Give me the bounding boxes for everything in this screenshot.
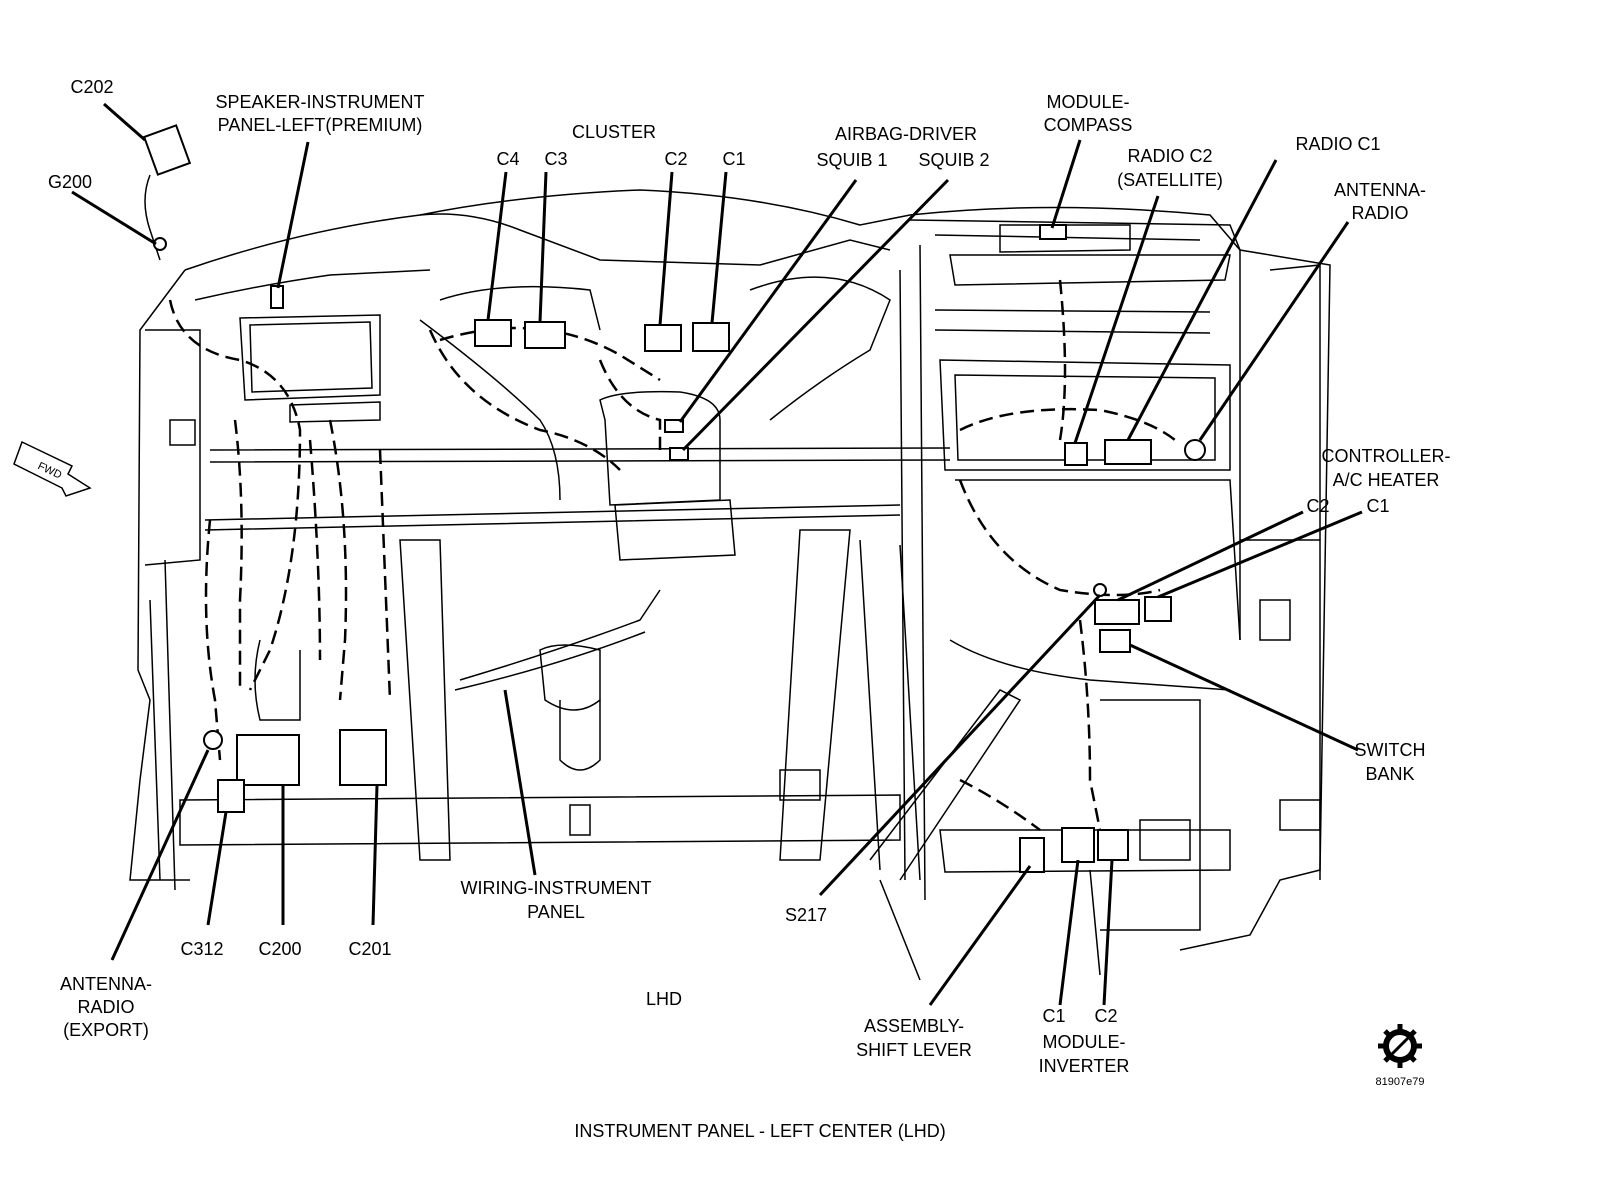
connector-radio-c2	[1064, 442, 1088, 466]
connector-cluster-c2	[644, 324, 682, 352]
label-wiring-line2: PANEL	[527, 902, 585, 922]
label-squib-2: SQUIB 2	[918, 150, 989, 170]
label-cluster: CLUSTER	[572, 122, 656, 142]
connector-inverter-c2	[1097, 829, 1129, 861]
instrument-panel-drawing	[129, 189, 1331, 981]
connector-cluster-c1	[692, 322, 730, 352]
label-radio-c1: RADIO C1	[1295, 134, 1380, 154]
label-cluster-c2: C2	[664, 149, 687, 169]
label-controller-line1: CONTROLLER-	[1321, 446, 1450, 466]
label-switch-bank-line2: BANK	[1365, 764, 1414, 784]
label-speaker-line2: PANEL-LEFT(PREMIUM)	[218, 115, 423, 135]
gear-logo-icon	[1378, 1024, 1422, 1068]
label-cluster-c4: C4	[496, 149, 519, 169]
callout-labels: C202 G200 SPEAKER-INSTRUMENT PANEL-LEFT(…	[48, 77, 1451, 1076]
label-radio-c2-line1: RADIO C2	[1127, 146, 1212, 166]
label-inverter-c1: C1	[1042, 1006, 1065, 1026]
label-cluster-c1: C1	[722, 149, 745, 169]
label-controller-c1: C1	[1366, 496, 1389, 516]
connector-cluster-c4	[474, 319, 512, 347]
splice-s217	[1093, 583, 1107, 597]
connector-squib-1	[664, 419, 684, 433]
label-wiring-line1: WIRING-INSTRUMENT	[461, 878, 652, 898]
label-squib-1: SQUIB 1	[816, 150, 887, 170]
figure-code: 81907e79	[1376, 1076, 1425, 1088]
fwd-arrow: FWD	[13, 440, 92, 497]
label-c200: C200	[258, 939, 301, 959]
wiring-harness	[168, 279, 1176, 832]
label-c312: C312	[180, 939, 223, 959]
label-airbag-driver: AIRBAG-DRIVER	[835, 124, 977, 144]
connector-antenna-radio	[1184, 439, 1206, 461]
label-radio-c2-line2: (SATELLITE)	[1117, 170, 1223, 190]
connector-c202	[142, 124, 192, 176]
connector-speaker-left	[270, 285, 284, 309]
label-inverter-c2: C2	[1094, 1006, 1117, 1026]
leader-lines	[71, 102, 1363, 1006]
label-g200: G200	[48, 172, 92, 192]
label-antenna-export-line1: ANTENNA-	[60, 974, 152, 994]
label-lhd: LHD	[646, 989, 682, 1009]
fwd-label: FWD	[36, 460, 64, 481]
connector-antenna-radio-export	[203, 730, 223, 750]
label-module-compass-line1: MODULE-	[1046, 92, 1129, 112]
connector-radio-c1	[1104, 439, 1152, 465]
label-shift-lever-line2: SHIFT LEVER	[856, 1040, 972, 1060]
label-switch-bank-line1: SWITCH	[1355, 740, 1426, 760]
connector-switch-bank	[1099, 629, 1131, 653]
label-shift-lever-line1: ASSEMBLY-	[864, 1016, 964, 1036]
label-module-compass-line2: COMPASS	[1044, 115, 1133, 135]
connector-c200	[236, 734, 300, 786]
label-s217: S217	[785, 905, 827, 925]
label-speaker-line1: SPEAKER-INSTRUMENT	[215, 92, 424, 112]
connector-shift-lever	[1019, 837, 1045, 873]
label-antenna-radio-line1: ANTENNA-	[1334, 180, 1426, 200]
diagram-caption: INSTRUMENT PANEL - LEFT CENTER (LHD)	[574, 1121, 945, 1141]
label-controller-line2: A/C HEATER	[1333, 470, 1440, 490]
label-antenna-radio-line2: RADIO	[1351, 203, 1408, 223]
connector-controller-c2	[1094, 599, 1140, 625]
connector-cluster-c3	[524, 321, 566, 349]
label-inverter-line2: INVERTER	[1039, 1056, 1130, 1076]
label-inverter-line1: MODULE-	[1042, 1032, 1125, 1052]
connector-controller-c1	[1144, 596, 1172, 622]
connectors	[142, 124, 1206, 873]
harness-c202	[144, 174, 161, 261]
label-antenna-export-line3: (EXPORT)	[63, 1020, 149, 1040]
connector-c201	[339, 729, 387, 786]
label-cluster-c3: C3	[544, 149, 567, 169]
label-c202: C202	[70, 77, 113, 97]
connector-inverter-c1	[1061, 827, 1095, 863]
connector-c312	[217, 779, 245, 813]
connector-squib-2	[669, 447, 689, 461]
label-controller-c2: C2	[1306, 496, 1329, 516]
label-antenna-export-line2: RADIO	[77, 997, 134, 1017]
label-c201: C201	[348, 939, 391, 959]
